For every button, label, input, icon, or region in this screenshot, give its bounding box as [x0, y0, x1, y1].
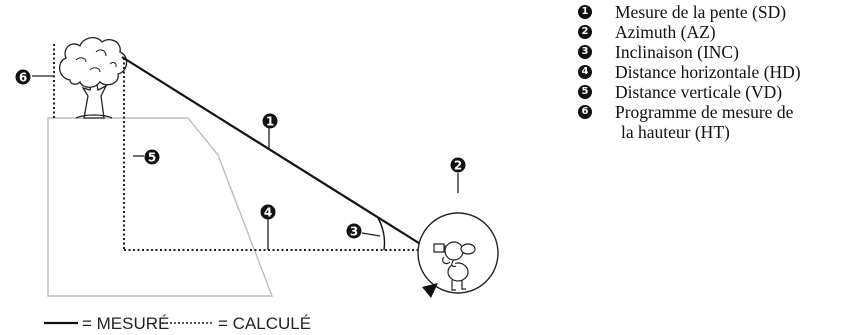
svg-text:1: 1 [266, 115, 274, 129]
legend-item: 5 Distance verticale (VD) [578, 82, 846, 102]
legend-number-badge: 2 [578, 25, 592, 39]
marker-3: 3 [346, 223, 362, 239]
legend-item: 3 Inclinaison (INC) [578, 42, 846, 62]
tree-illustration [59, 36, 128, 119]
legend-number-badge: 3 [578, 45, 592, 59]
inclination-arc [377, 217, 386, 251]
marker-4: 4 [260, 204, 276, 220]
svg-text:2: 2 [454, 159, 462, 173]
legend-text: Programme de mesure de [615, 102, 794, 122]
key-calculated-label: = CALCULÉ [218, 314, 311, 333]
marker-1: 1 [262, 113, 278, 129]
rotation-arrow [422, 283, 438, 298]
legend-item: 6 Programme de mesure de la hauteur (HT) [578, 102, 846, 142]
legend-item: 4 Distance horizontale (HD) [578, 62, 846, 82]
legend-text: Inclinaison (INC) [615, 42, 739, 62]
calculated-lines [53, 44, 428, 324]
marker-leaders [32, 75, 459, 250]
legend-text: Mesure de la pente (SD) [615, 2, 787, 22]
legend-number-badge: 5 [578, 85, 592, 99]
marker-2: 2 [450, 157, 466, 173]
legend-item: 2 Azimuth (AZ) [578, 22, 846, 42]
terrain-outline [47, 117, 274, 297]
legend-text: Azimuth (AZ) [615, 22, 716, 42]
legend-number-badge: 1 [578, 5, 592, 19]
legend-list: 1 Mesure de la pente (SD) 2 Azimuth (AZ)… [578, 2, 846, 142]
svg-text:6: 6 [19, 71, 27, 85]
key-measured-label: = MESURÉ [82, 314, 169, 333]
marker-5: 5 [144, 149, 160, 165]
legend-text-line2: la hauteur (HT) [621, 122, 730, 142]
legend-item: 1 Mesure de la pente (SD) [578, 2, 846, 22]
legend-text: Distance verticale (VD) [615, 82, 783, 102]
svg-text:5: 5 [148, 151, 156, 165]
line-key: = MESURÉ = CALCULÉ [44, 314, 311, 333]
svg-text:4: 4 [264, 206, 272, 220]
legend-number-badge: 4 [578, 65, 592, 79]
marker-6: 6 [15, 69, 31, 85]
legend-text: Distance horizontale (HD) [615, 62, 801, 82]
svg-text:3: 3 [350, 225, 358, 239]
observer-figure [433, 241, 476, 291]
legend-number-badge: 6 [578, 105, 592, 119]
